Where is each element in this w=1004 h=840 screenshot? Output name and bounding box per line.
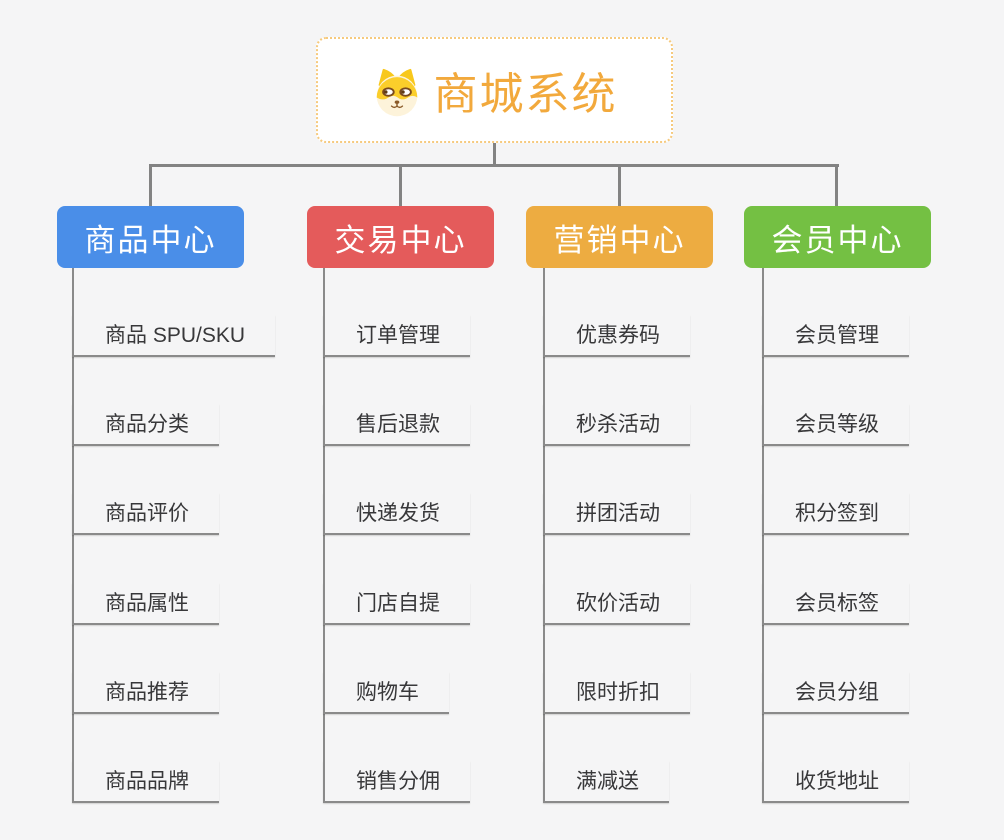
branch-drop-line	[149, 164, 152, 207]
root-connector-line	[493, 143, 496, 165]
topic-item-member-groups[interactable]: 会员分组	[762, 672, 909, 714]
topic-item-order-management[interactable]: 订单管理	[323, 315, 470, 357]
root-topic-title: 商城系统	[433, 70, 618, 119]
topic-item-group-buy[interactable]: 拼团活动	[543, 493, 690, 535]
topic-item-member-management[interactable]: 会员管理	[762, 315, 909, 357]
topic-item-product-recommend[interactable]: 商品推荐	[72, 672, 219, 714]
topic-item-store-pickup[interactable]: 门店自提	[323, 583, 470, 625]
branch-header-member-center[interactable]: 会员中心	[744, 206, 931, 268]
root-topic-node[interactable]: 商城系统	[316, 37, 673, 143]
topic-item-product-attr[interactable]: 商品属性	[72, 583, 219, 625]
topic-item-product-spu-sku[interactable]: 商品 SPU/SKU	[72, 315, 276, 357]
branch-trunk-line	[762, 268, 764, 803]
topic-item-spend-save[interactable]: 满减送	[543, 761, 669, 803]
topic-item-points-checkin[interactable]: 积分签到	[762, 493, 909, 535]
topic-item-aftersale-refund[interactable]: 售后退款	[323, 404, 470, 446]
branch-trunk-line	[543, 268, 545, 803]
topic-item-member-level[interactable]: 会员等级	[762, 404, 909, 446]
branch-header-marketing-center[interactable]: 营销中心	[526, 206, 713, 268]
branch-drop-line	[618, 164, 621, 207]
topic-item-product-brand[interactable]: 商品品牌	[72, 761, 219, 803]
shiba-dog-face-icon	[376, 68, 417, 117]
topic-item-limited-discount[interactable]: 限时折扣	[543, 672, 690, 714]
branch-bus-line	[149, 164, 839, 167]
topic-item-bargain-event[interactable]: 砍价活动	[543, 583, 690, 625]
branch-trunk-line	[72, 268, 74, 803]
topic-item-shopping-cart[interactable]: 购物车	[323, 672, 449, 714]
topic-item-coupon-code[interactable]: 优惠券码	[543, 315, 690, 357]
topic-item-member-tags[interactable]: 会员标签	[762, 583, 909, 625]
branch-drop-line	[399, 164, 402, 207]
branch-trunk-line	[323, 268, 325, 803]
branch-header-trade-center[interactable]: 交易中心	[307, 206, 494, 268]
branch-drop-line	[835, 164, 838, 207]
topic-item-product-review[interactable]: 商品评价	[72, 493, 219, 535]
branch-header-product-center[interactable]: 商品中心	[57, 206, 244, 268]
topic-item-express-shipping[interactable]: 快递发货	[323, 493, 470, 535]
topic-item-sales-commission[interactable]: 销售分佣	[323, 761, 470, 803]
topic-item-product-category[interactable]: 商品分类	[72, 404, 219, 446]
topic-item-shipping-address[interactable]: 收货地址	[762, 761, 909, 803]
topic-item-flash-sale[interactable]: 秒杀活动	[543, 404, 690, 446]
